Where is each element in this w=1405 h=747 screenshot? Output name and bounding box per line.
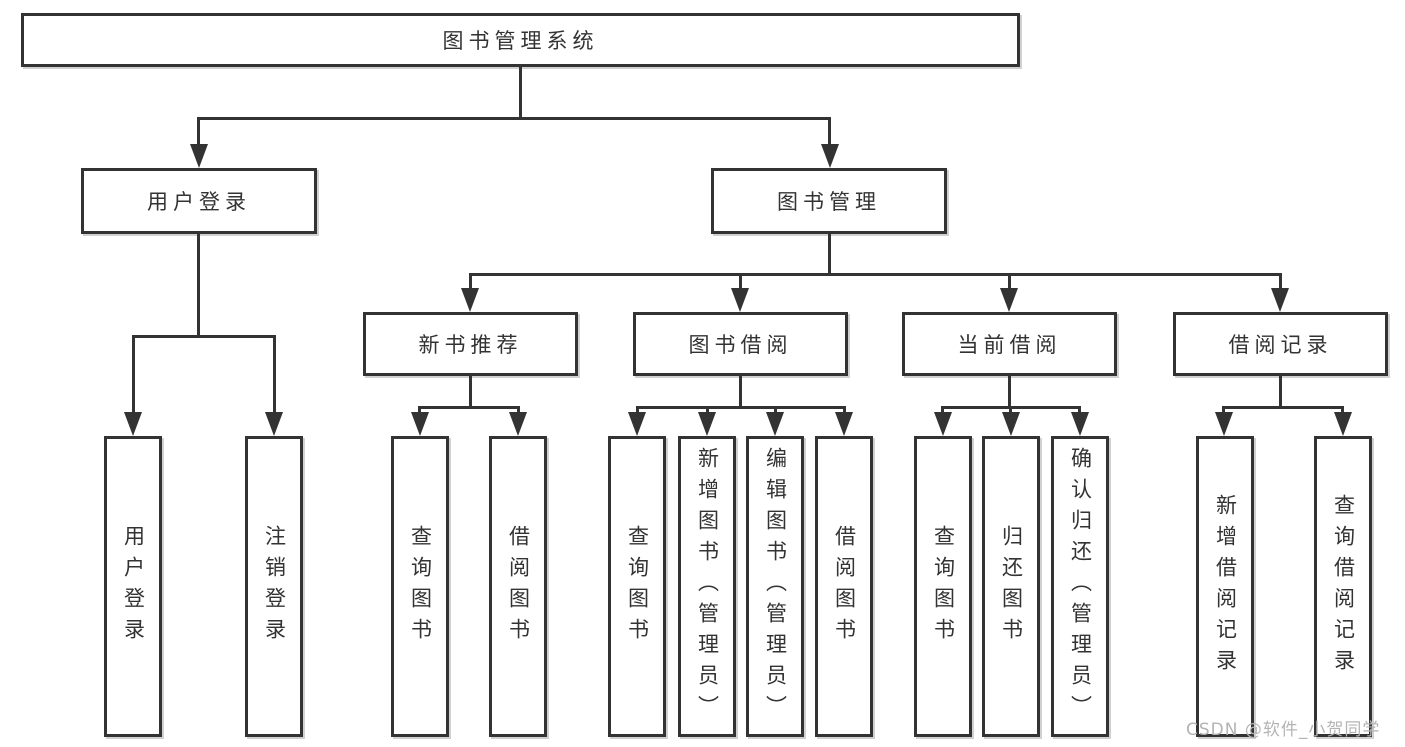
- arrow-down-icon: [124, 412, 142, 436]
- arrow-down-icon: [1002, 412, 1020, 436]
- leaf-cb-query-books: 查询图书: [914, 436, 972, 737]
- connector-drop-leaf: [941, 406, 944, 414]
- arrow-down-icon: [821, 144, 839, 168]
- leaf-br-add-record: 新增借阅记录: [1196, 436, 1254, 737]
- connector-drop-leaf: [1341, 406, 1344, 414]
- node-new-book-recommendation: 新书推荐: [363, 312, 578, 376]
- arrow-down-icon: [1271, 288, 1289, 312]
- node-borrowing-records: 借阅记录: [1173, 312, 1388, 376]
- leaf-bb-query-books: 查询图书: [608, 436, 666, 737]
- node-book-borrowing: 图书借阅: [633, 312, 848, 376]
- node-user-login: 用户登录: [81, 168, 317, 234]
- arrow-down-icon: [411, 412, 429, 436]
- connector-drop-leaf: [132, 335, 135, 414]
- connector-user-login-branch: [132, 335, 276, 338]
- arrow-down-icon: [934, 412, 952, 436]
- leaf-bb-edit-books-admin: 编辑图书（管理员）: [746, 436, 804, 737]
- arrow-down-icon: [731, 288, 749, 312]
- connector-branch: [1222, 406, 1344, 409]
- connector-drop-book-borrow: [739, 273, 742, 290]
- connector-stem: [1008, 376, 1011, 408]
- leaf-bb-borrow-books: 借阅图书: [815, 436, 873, 737]
- connector-stem: [739, 376, 742, 408]
- arrow-down-icon: [835, 412, 853, 436]
- connector-stem: [469, 376, 472, 408]
- arrow-down-icon: [190, 144, 208, 168]
- leaf-bb-add-books-admin: 新增图书（管理员）: [678, 436, 736, 737]
- connector-root-stem: [519, 67, 522, 118]
- node-current-borrowing: 当前借阅: [902, 312, 1117, 376]
- connector-drop-leaf: [517, 406, 520, 414]
- arrow-down-icon: [1215, 412, 1233, 436]
- connector-stem: [1279, 376, 1282, 408]
- leaf-cb-confirm-return-admin: 确认归还（管理员）: [1051, 436, 1109, 737]
- connector-book-management-stem: [828, 234, 831, 276]
- arrow-down-icon: [1071, 412, 1089, 436]
- arrow-down-icon: [509, 412, 527, 436]
- leaf-br-query-record: 查询借阅记录: [1314, 436, 1372, 737]
- leaf-nb-query-books: 查询图书: [391, 436, 449, 737]
- connector-drop-leaf: [1222, 406, 1225, 414]
- node-book-management: 图书管理: [711, 168, 947, 234]
- connector-drop-new-books: [469, 273, 472, 290]
- leaf-cb-return-books: 归还图书: [982, 436, 1040, 737]
- connector-drop-leaf: [273, 335, 276, 414]
- connector-drop-borrow-records: [1279, 273, 1282, 290]
- arrow-down-icon: [698, 412, 716, 436]
- connector-drop-book-management: [828, 117, 831, 146]
- csdn-watermark: CSDN @软件_小贺同学: [1186, 720, 1381, 740]
- arrow-down-icon: [1000, 288, 1018, 312]
- node-root: 图书管理系统: [21, 13, 1020, 67]
- connector-drop-leaf: [418, 406, 421, 414]
- arrow-down-icon: [766, 412, 784, 436]
- connector-branch: [636, 406, 846, 409]
- connector-level2-branch: [197, 117, 831, 120]
- arrow-down-icon: [265, 412, 283, 436]
- arrow-down-icon: [461, 288, 479, 312]
- arrow-down-icon: [628, 412, 646, 436]
- connector-drop-leaf: [1078, 406, 1081, 414]
- connector-level3-branch: [469, 273, 1282, 276]
- connector-drop-leaf: [1009, 406, 1012, 414]
- connector-drop-leaf: [774, 406, 777, 414]
- connector-drop-leaf: [706, 406, 709, 414]
- connector-drop-user-login: [197, 117, 200, 146]
- connector-user-login-stem: [197, 234, 200, 338]
- connector-branch: [418, 406, 520, 409]
- leaf-nb-borrow-books: 借阅图书: [489, 436, 547, 737]
- connector-drop-leaf: [636, 406, 639, 414]
- connector-drop-leaf: [843, 406, 846, 414]
- leaf-user-login: 用户登录: [104, 436, 162, 737]
- leaf-logout-login: 注销登录: [245, 436, 303, 737]
- connector-drop-current-borrow: [1008, 273, 1011, 290]
- arrow-down-icon: [1334, 412, 1352, 436]
